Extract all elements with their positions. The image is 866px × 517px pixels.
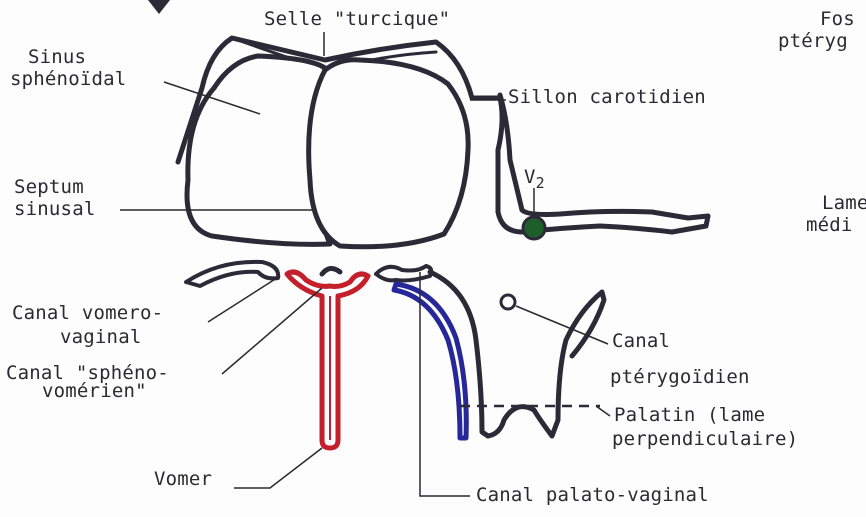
label-v2: V2 [524, 166, 545, 194]
label-lame-1: Lame [822, 192, 866, 214]
pterygoid-canal [501, 295, 515, 309]
label-canal-vomero-2: vaginal [60, 326, 141, 348]
leader-canal-spheno [222, 288, 322, 374]
leader-canal-vomero [208, 276, 280, 322]
label-v2-letter: V [524, 166, 536, 188]
v2-nerve [523, 217, 545, 239]
label-sillon-carotidien: Sillon carotidien [508, 86, 706, 108]
label-sinus-1: Sinus [28, 46, 86, 68]
label-palatin-1: Palatin (lame [614, 404, 765, 426]
sphenoid-rostrum [322, 268, 340, 274]
pterygoid-medial-plate [430, 272, 604, 436]
label-canal-pterygoidien-2: ptérygoïdien [610, 366, 750, 388]
leader-palatin [596, 406, 610, 416]
label-canal-pterygoidien-1: Canal [612, 330, 670, 352]
label-septum-2: sinusal [14, 198, 95, 220]
label-lame-2: médi [806, 214, 853, 236]
label-fosse-pterygo-2: ptéryg [778, 30, 848, 52]
label-selle-turcique: Selle "turcique" [264, 8, 450, 30]
left-ala [186, 262, 278, 286]
right-ala [376, 266, 431, 281]
label-canal-spheno-2: vomérien" [42, 380, 147, 402]
arrow-head-icon [148, 0, 170, 14]
label-fosse-pterygo-1: Fos [820, 8, 855, 30]
label-sinus-2: sphénoïdal [10, 68, 126, 90]
palato-vaginal-canal [394, 284, 466, 438]
label-v2-sub: 2 [536, 174, 545, 192]
label-septum-1: Septum [14, 176, 84, 198]
vomer-bone [287, 272, 368, 448]
label-canal-palato-vaginal: Canal palato-vaginal [476, 484, 709, 506]
leader-vomer [234, 448, 322, 488]
right-sinus-cavity [309, 60, 469, 247]
label-vomer: Vomer [154, 468, 212, 490]
label-canal-vomero-1: Canal vomero- [12, 302, 163, 324]
label-palatin-2: perpendiculaire) [612, 428, 798, 450]
